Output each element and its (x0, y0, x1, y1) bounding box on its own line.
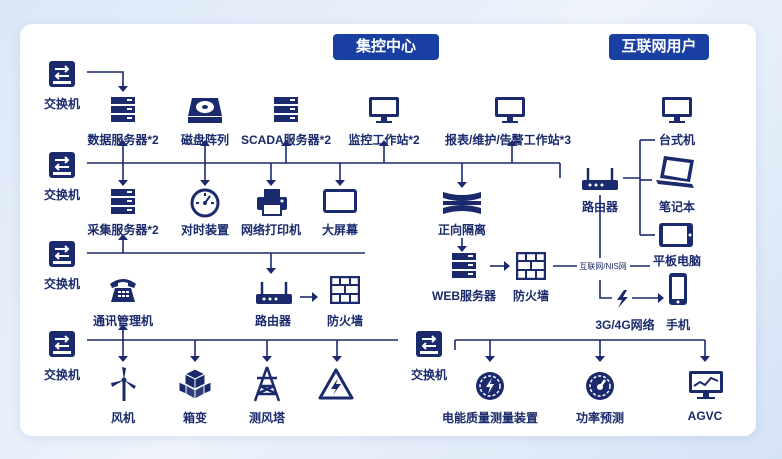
monitor-workstation-label: 监控工作站*2 (348, 133, 420, 147)
server-icon (452, 253, 476, 278)
switch-icon (49, 241, 75, 267)
switch-label: 交换机 (43, 277, 81, 291)
switch-label: 交换机 (43, 188, 81, 202)
box-transformer-icon (178, 368, 212, 400)
comm-manager-label: 通讯管理机 (92, 314, 154, 328)
router-label: 路由器 (581, 200, 619, 214)
clock-gauge-icon (190, 188, 220, 218)
internet-nis-label: 互联网/NIS网 (579, 262, 627, 271)
wind-tower-icon (253, 366, 281, 402)
wind-turbine-label: 风机 (110, 411, 136, 425)
telephone-icon (110, 279, 136, 302)
switch-icon (49, 152, 75, 178)
tablet-label: 平板电脑 (652, 254, 702, 268)
firewall-label: 防火墙 (326, 314, 364, 328)
server-icon (111, 189, 135, 214)
printer-icon (257, 189, 287, 216)
disk-array-icon (188, 98, 222, 123)
router-icon (256, 282, 292, 304)
switch-icon (49, 61, 75, 87)
router-label: 路由器 (254, 314, 292, 328)
switch-label: 交换机 (43, 97, 81, 111)
phone-icon (669, 273, 687, 305)
high-voltage-icon (318, 368, 354, 400)
tablet-icon (659, 223, 693, 247)
disk-array-label: 磁盘阵列 (180, 133, 230, 147)
time-sync-label: 对时装置 (180, 223, 230, 237)
monitor-icon (369, 97, 399, 123)
control-center-badge: 集控中心 (333, 34, 439, 60)
data-server-label: 数据服务器*2 (87, 133, 159, 147)
monitor-icon (495, 97, 525, 123)
laptop-icon (656, 156, 694, 188)
switch-label: 交换机 (410, 368, 448, 382)
switch-icon (49, 331, 75, 357)
agvc-label: AGVC (687, 409, 723, 423)
diagram-board (20, 24, 756, 436)
firewall-icon (330, 276, 360, 304)
power-forecast-gauge-icon (586, 372, 614, 400)
firewall-label: 防火墙 (512, 289, 550, 303)
power-forecast-label: 功率预测 (575, 411, 625, 425)
internet-users-badge: 互联网用户 (609, 34, 709, 60)
server-icon (274, 97, 298, 122)
big-screen-label: 大屏幕 (321, 223, 359, 237)
collect-server-label: 采集服务器*2 (87, 223, 159, 237)
switch-icon (416, 331, 442, 357)
desktop-label: 台式机 (658, 133, 696, 147)
desktop-icon (662, 97, 692, 123)
mobile-network-label: 3G/4G网络 (595, 318, 655, 332)
network-printer-label: 网络打印机 (240, 223, 302, 237)
switch-label: 交换机 (43, 368, 81, 382)
laptop-label: 笔记本 (658, 200, 696, 214)
agvc-monitor-icon (689, 371, 723, 399)
forward-isolation-label: 正向隔离 (437, 223, 487, 237)
wind-tower-label: 测风塔 (248, 411, 286, 425)
power-quality-gauge-icon (476, 372, 504, 400)
phone-label: 手机 (665, 318, 691, 332)
big-screen-icon (323, 189, 357, 213)
report-workstation-label: 报表/维护/告警工作站*3 (444, 133, 572, 147)
scada-server-label: SCADA服务器*2 (240, 133, 332, 147)
server-icon (111, 97, 135, 122)
power-quality-label: 电能质量测量装置 (441, 411, 539, 425)
firewall-icon (516, 252, 546, 280)
router-icon (582, 168, 618, 190)
isolation-icon (443, 192, 481, 214)
box-transformer-label: 箱变 (182, 411, 208, 425)
wind-turbine-icon (111, 367, 136, 401)
web-server-label: WEB服务器 (432, 289, 496, 303)
